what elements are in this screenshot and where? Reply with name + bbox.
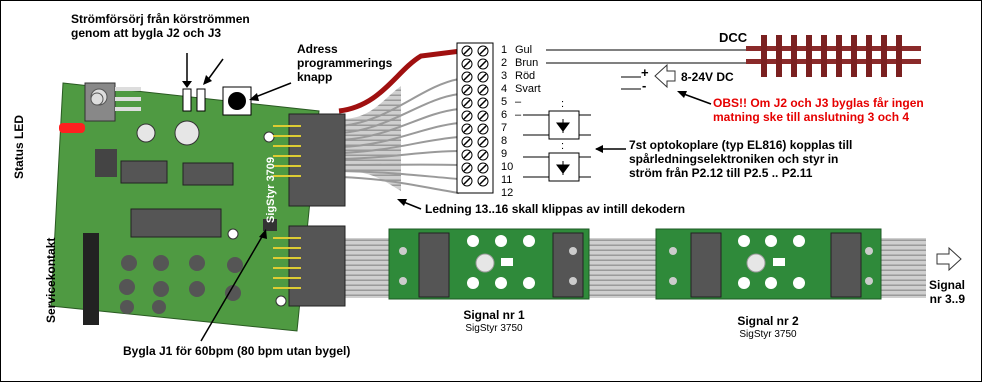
terminal-name: Gul [515,44,533,56]
terminal-row: 3 Röd [501,70,541,83]
signal-1-model: SigStyr 3750 [465,322,523,334]
address-note-line-2: programmerings [297,55,393,70]
terminal-number: 3 [501,70,508,82]
terminal-row: 2 Brun [501,57,541,70]
address-note-line-1: Adress [297,42,338,56]
power-note-line-1: Strömförsörj från körströmmen [71,12,250,26]
terminal-row: 7 [501,122,541,135]
terminal-row: 12 [501,187,541,200]
terminal-number: 8 [501,135,508,147]
terminal-row: 5– [501,96,541,109]
terminal-number: 9 [501,148,508,160]
power-note-line-2: genom att bygla J2 och J3 [71,25,222,40]
supply-arrow-icon [654,63,676,89]
terminal-row: 10 [501,161,541,174]
signal-more-caption: Signal nr 3..9 [929,278,966,307]
terminal-row: 4 Svart [501,83,541,96]
service-contact-label: Servicekontakt [44,237,58,323]
warning-line-2: matning ske till anslutning 3 och 4 [713,109,910,124]
address-note-line-3: knapp [297,69,333,84]
opto-note-line-3: ström från P2.12 till P2.5 .. P2.11 [629,165,813,180]
terminal-row: 8 [501,135,541,148]
signal-2-model: SigStyr 3750 [739,328,797,340]
terminal-row: 6– [501,109,541,122]
optocoupler-note: 7st optokoplare (typ EL816) kopplas till… [629,138,853,180]
opto-note-line-1: 7st optokoplare (typ EL816) kopplas till [629,138,853,152]
cable-note: Ledning 13..16 skall klippas av intill d… [425,202,686,216]
decoder-board [50,82,320,332]
continue-arrow-icon [936,246,962,272]
terminal-number: 12 [501,187,514,199]
signal-1-title: Signal nr 1 [463,308,525,322]
terminal-number: 10 [501,161,514,173]
terminal-row: 1 Gul [501,44,541,57]
signal-more-line-1: Signal [929,278,966,292]
terminal-name: – [515,109,522,121]
terminal-number: 1 [501,44,508,56]
terminal-number: 5 [501,96,508,108]
terminal-number: 4 [501,83,508,95]
terminal-name: Brun [515,57,539,69]
dcc-label: DCC [719,30,748,45]
terminal-name: Svart [515,83,541,95]
opto-note-line-2: spårledningselektroniken och styr in [629,151,839,166]
warning-line-1: OBS!! Om J2 och J3 byglas får ingen [713,96,924,110]
svg-text::: : [561,98,564,110]
terminal-number: 2 [501,57,508,69]
signal-2-title: Signal nr 2 [737,314,799,328]
connector-lower [288,225,346,307]
supply-label: 8-24V DC [681,70,734,84]
status-led-label: Status LED [12,114,26,179]
signal-board-2 [655,228,882,300]
terminal-number: 6 [501,109,508,121]
terminal-row: 11 [501,174,541,187]
board-name-label: SigStyr 3709 [265,156,277,223]
terminal-name: Röd [515,70,536,82]
terminal-number: 7 [501,122,508,134]
terminal-row: 9 [501,148,541,161]
terminal-number: 11 [501,174,513,186]
svg-text::: : [561,140,564,152]
optocoupler-icon: : [523,140,591,182]
terminal-name: – [515,96,522,108]
signal-more-line-2: nr 3..9 [929,291,966,306]
connector-upper [288,113,346,207]
plus-sign: + [641,65,649,80]
signal-1-caption: Signal nr 1 SigStyr 3750 [449,308,539,334]
signal-2-caption: Signal nr 2 SigStyr 3750 [723,314,813,340]
warning-note: OBS!! Om J2 och J3 byglas får ingen matn… [713,96,924,125]
power-note: Strömförsörj från körströmmen genom att … [71,12,250,41]
address-button-note: Adress programmerings knapp [297,42,393,84]
jumper-j1-note: Bygla J1 för 60bpm (80 bpm utan bygel) [123,344,351,358]
optocoupler-icon: : [523,98,591,140]
terminal-block [456,42,494,194]
track-icon [746,35,921,77]
minus-sign: - [642,78,647,93]
signal-board-1 [388,228,590,300]
